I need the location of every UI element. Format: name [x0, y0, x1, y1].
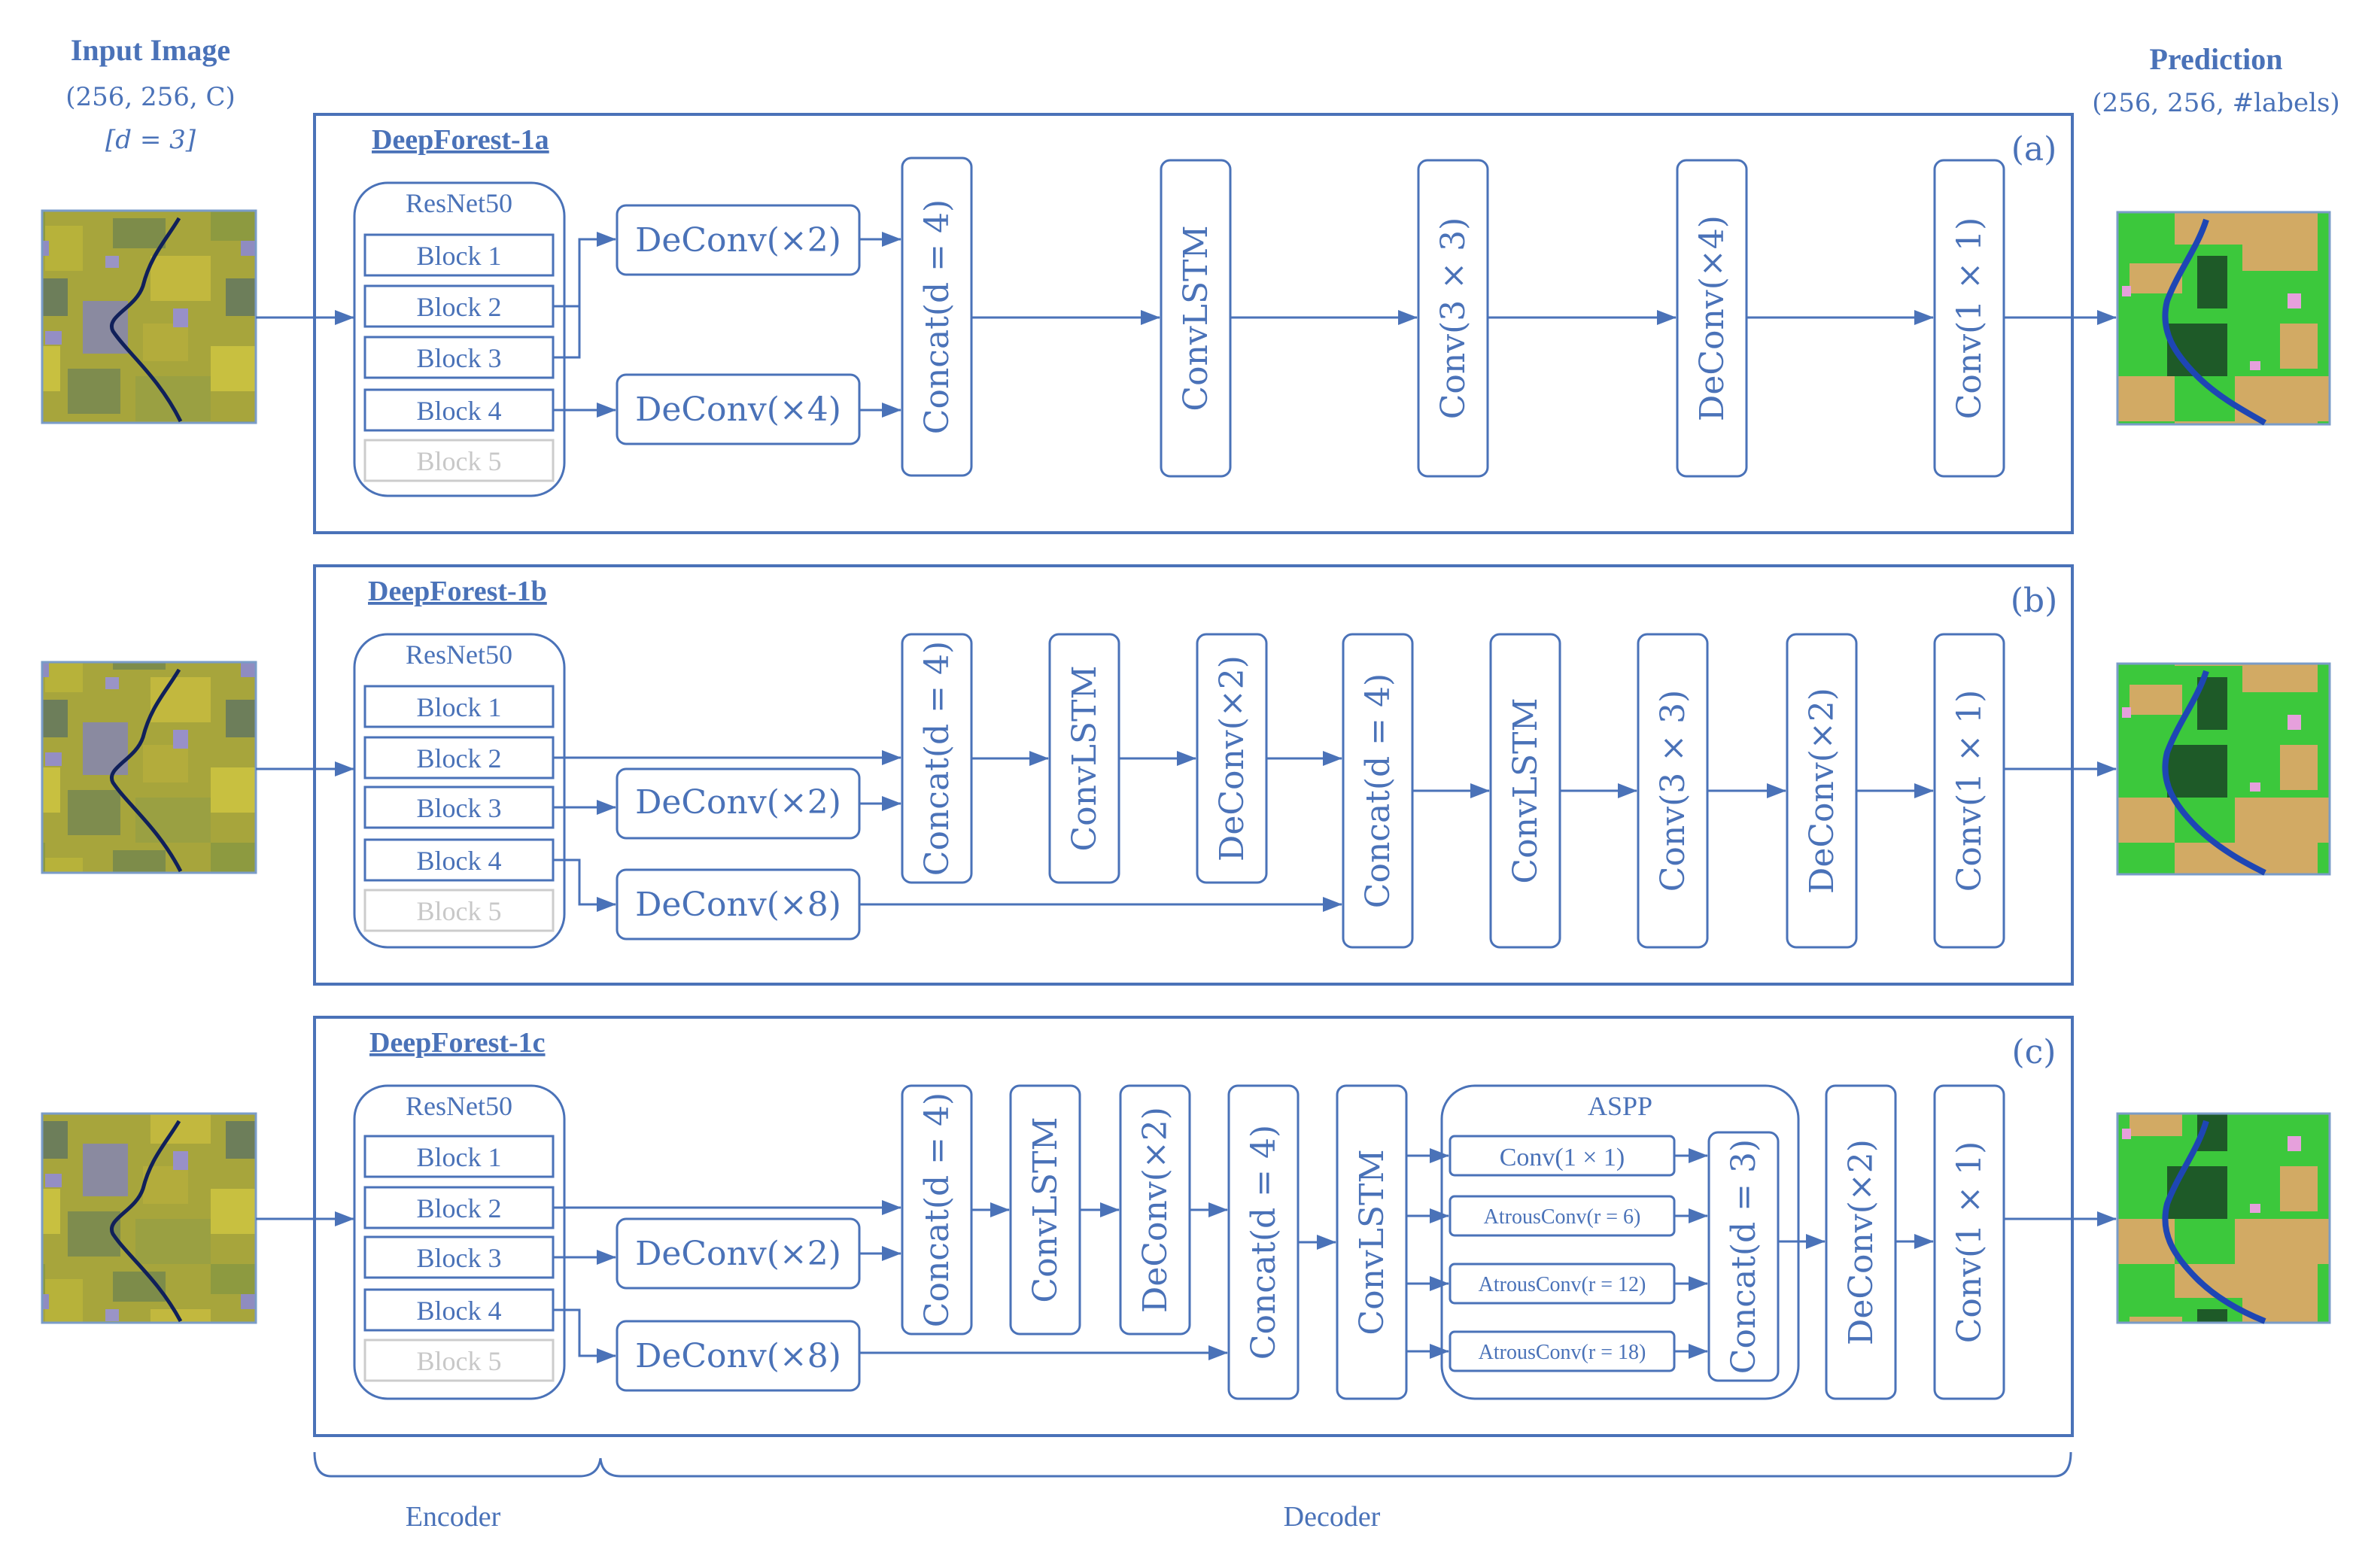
block-3-label: Block 3 — [417, 793, 502, 823]
block-3-label: Block 3 — [417, 343, 502, 373]
encoder-brace: Encoder — [313, 1451, 602, 1533]
deconv-x2-3-b: DeConv(×2) — [1803, 688, 1841, 894]
input-image-a — [41, 209, 257, 424]
convlstm-1-b: ConvLSTM — [1066, 665, 1104, 851]
deconv-x8-c: DeConv(×8) — [635, 1337, 841, 1375]
input-image-c — [41, 1112, 257, 1324]
encoder-label: Encoder — [406, 1501, 501, 1533]
panel-b-title: DeepForest-1b — [368, 576, 547, 607]
resnet50-label: ResNet50 — [406, 1091, 512, 1121]
deconv-x2-a: DeConv(×2) — [635, 221, 841, 260]
block-2-label: Block 2 — [417, 743, 502, 773]
block-1-label: Block 1 — [417, 692, 502, 722]
panel-c-tag: (c) — [2012, 1033, 2057, 1071]
prediction-image-b — [2116, 662, 2331, 876]
block-1-label: Block 1 — [417, 241, 502, 271]
aspp-title: ASPP — [1588, 1091, 1652, 1121]
input-shape-label: (256, 256, C) — [65, 82, 236, 112]
deconv-x2-2-b: DeConv(×2) — [1213, 655, 1251, 861]
decoder-label: Decoder — [1284, 1501, 1381, 1533]
concat-2-b: Concat(d = 4) — [1359, 673, 1397, 908]
block-3-label: Block 3 — [417, 1243, 502, 1273]
block-5-label: Block 5 — [417, 446, 502, 476]
prediction-title: Prediction — [2149, 42, 2282, 76]
concat-2-c: Concat(d = 4) — [1245, 1125, 1283, 1360]
conv1x1-a: Conv(1 × 1) — [1950, 217, 1989, 420]
resnet50-label: ResNet50 — [406, 188, 512, 218]
deconv-x8-b: DeConv(×8) — [635, 886, 841, 924]
prediction-image-a — [2116, 211, 2331, 426]
aspp-atrous-6: AtrousConv(r = 6) — [1484, 1205, 1641, 1229]
prediction-image-c — [2116, 1112, 2331, 1324]
concat-1-b: Concat(d = 4) — [918, 641, 956, 876]
block-2-label: Block 2 — [417, 1193, 502, 1223]
block-1-label: Block 1 — [417, 1142, 502, 1172]
block-4-label: Block 4 — [417, 1296, 502, 1326]
panel-a-tag: (a) — [2011, 130, 2057, 169]
block-5-label: Block 5 — [417, 1346, 502, 1376]
convlstm-2-c: ConvLSTM — [1353, 1149, 1391, 1335]
encoder-resnet50-a: ResNet50 Block 1 Block 2 Block 3 Block 4… — [353, 181, 566, 497]
aspp-conv1x1: Conv(1 × 1) — [1500, 1144, 1625, 1171]
block-4-label: Block 4 — [417, 396, 502, 426]
panel-a-title: DeepForest-1a — [372, 124, 549, 156]
aspp-atrous-12: AtrousConv(r = 12) — [1479, 1273, 1646, 1296]
aspp-module: ASPP Conv(1 × 1) AtrousConv(r = 6) Atrou… — [1406, 1084, 1800, 1400]
input-image-title: Input Image — [71, 33, 230, 67]
block-2-label: Block 2 — [417, 292, 502, 322]
encoder-resnet50-b: ResNet50 Block 1 Block 2 Block 3 Block 4… — [353, 633, 566, 949]
aspp-concat: Concat(d = 3) — [1725, 1139, 1763, 1374]
conv1x1-c: Conv(1 × 1) — [1950, 1141, 1989, 1344]
prediction-shape-label: (256, 256, #labels) — [2092, 88, 2339, 118]
concat-1-c: Concat(d = 4) — [918, 1092, 956, 1327]
aspp-atrous-18: AtrousConv(r = 18) — [1479, 1341, 1646, 1364]
convlstm-a: ConvLSTM — [1177, 225, 1215, 411]
deconv-x2-b: DeConv(×2) — [635, 783, 841, 822]
encoder-resnet50-c: ResNet50 Block 1 Block 2 Block 3 Block 4… — [353, 1084, 566, 1400]
conv3x3-a: Conv(3 × 3) — [1434, 217, 1473, 420]
deconv-x2-c: DeConv(×2) — [635, 1235, 841, 1273]
panel-b-tag: (b) — [2011, 582, 2058, 620]
deconv-x4-2-a: DeConv(×4) — [1693, 215, 1731, 421]
convlstm-2-b: ConvLSTM — [1506, 697, 1545, 883]
conv3x3-b: Conv(3 × 3) — [1654, 690, 1692, 892]
input-depth-label: [d = 3] — [105, 125, 196, 155]
deconv-x2-2-c: DeConv(×2) — [1136, 1107, 1175, 1313]
deconv-x2-3-c: DeConv(×2) — [1842, 1139, 1880, 1345]
panel-a: DeepForest-1a (a) ResNet50 Block 1 Block… — [41, 113, 2331, 534]
block-5-label: Block 5 — [417, 896, 502, 926]
convlstm-1-c: ConvLSTM — [1026, 1117, 1065, 1302]
panel-b: DeepForest-1b (b) ResNet50 Block 1 Block… — [41, 564, 2331, 986]
conv1x1-b: Conv(1 × 1) — [1950, 690, 1989, 892]
panel-c-title: DeepForest-1c — [369, 1027, 546, 1059]
panel-c: DeepForest-1c (c) ResNet50 Block 1 Block… — [41, 1016, 2331, 1437]
concat-a: Concat(d = 4) — [918, 199, 956, 434]
deconv-x4-a: DeConv(×4) — [635, 390, 841, 429]
block-4-label: Block 4 — [417, 846, 502, 876]
input-image-b — [41, 661, 257, 874]
resnet50-label: ResNet50 — [406, 640, 512, 670]
decoder-brace: Decoder — [599, 1451, 2072, 1533]
